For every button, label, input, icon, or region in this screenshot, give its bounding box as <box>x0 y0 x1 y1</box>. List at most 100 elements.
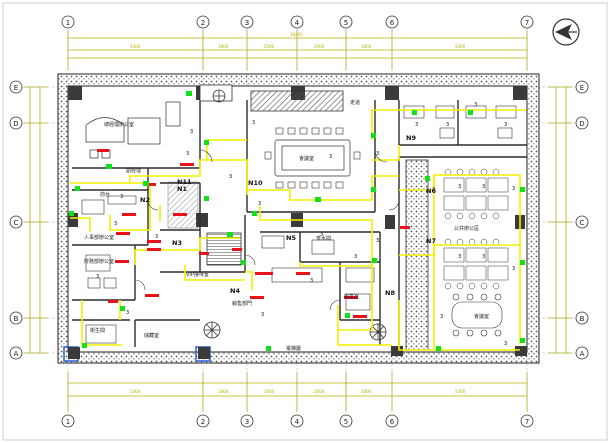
plant-icon <box>203 89 387 341</box>
svg-text:3: 3 <box>458 184 461 190</box>
row-label-right-B: B <box>580 315 585 323</box>
col-label-bottom-1: 1 <box>66 418 70 426</box>
room-label-storage: 儲藏室 <box>144 332 159 339</box>
room-label-tea: 茶水間 <box>316 235 331 242</box>
row-label-right-D: D <box>579 120 584 128</box>
svg-text:5400: 5400 <box>455 389 466 394</box>
node-label-n2: N2 <box>140 196 150 204</box>
node-label-n10: N10 <box>248 179 263 187</box>
room-label-corridor: 走道 <box>350 99 360 106</box>
room-label-reception: 前台 <box>100 191 110 198</box>
svg-text:3: 3 <box>376 238 379 244</box>
column-bubbles-top <box>61 15 534 29</box>
col-label-top-7: 7 <box>525 19 529 27</box>
room-label-lobby: 電梯廳 <box>286 345 301 352</box>
row-bubbles-left <box>9 80 23 360</box>
col-label-bottom-7: 7 <box>525 418 529 426</box>
svg-text:1800: 1800 <box>218 44 229 49</box>
svg-text:3: 3 <box>186 151 189 157</box>
row-label-left-B: B <box>14 315 19 323</box>
svg-text:3: 3 <box>504 341 507 347</box>
svg-text:3: 3 <box>320 232 323 238</box>
svg-text:3: 3 <box>96 274 99 280</box>
node-label-n8: N8 <box>385 289 395 297</box>
column-bubbles-bottom <box>61 414 534 428</box>
row-label-right-E: E <box>580 84 584 92</box>
row-label-right-C: C <box>580 219 585 227</box>
svg-text:2000: 2000 <box>314 44 325 49</box>
room-label-vip: VIP接待室 <box>186 271 209 278</box>
row-bubbles-right <box>575 80 589 360</box>
svg-text:3: 3 <box>512 186 515 192</box>
svg-text:3: 3 <box>512 266 515 272</box>
svg-text:3: 3 <box>415 122 418 128</box>
room-label-manager: 總經理辦公室 <box>104 121 134 128</box>
room-label-finance: 財務部辦公室 <box>84 258 114 265</box>
svg-text:3: 3 <box>229 174 232 180</box>
svg-text:1800: 1800 <box>361 389 372 394</box>
workstation-chairs <box>444 168 500 290</box>
svg-text:3: 3 <box>310 278 313 284</box>
room-label-hr: 人事部辦公室 <box>84 234 114 241</box>
svg-text:3: 3 <box>354 254 357 260</box>
svg-text:2000: 2000 <box>264 44 275 49</box>
small-meeting-table <box>451 293 503 337</box>
svg-text:3: 3 <box>120 194 123 200</box>
north-arrow-icon <box>552 18 580 46</box>
row-label-left-C: C <box>14 219 19 227</box>
svg-text:5400: 5400 <box>130 44 141 49</box>
reception-furniture <box>81 195 137 344</box>
lift-core <box>199 84 233 102</box>
node-label-n1: N1 <box>177 185 187 193</box>
svg-text:1800: 1800 <box>218 389 229 394</box>
hatched-partition-top <box>250 90 344 112</box>
svg-text:2000: 2000 <box>314 389 325 394</box>
boardroom-chairs <box>264 127 361 189</box>
wiring-routes <box>70 109 526 351</box>
col-label-top-5: 5 <box>344 19 348 27</box>
svg-text:5400: 5400 <box>130 389 141 394</box>
svg-text:3: 3 <box>482 184 485 190</box>
col-label-bottom-6: 6 <box>390 418 395 426</box>
svg-text:3: 3 <box>155 234 158 240</box>
room-label-conference-small: 會議室 <box>474 313 489 320</box>
node-label-n7: N7 <box>426 237 436 245</box>
node-label-n9: N9 <box>406 134 416 142</box>
svg-text:18400: 18400 <box>290 32 303 37</box>
room-label-washroom: 衛生間 <box>90 327 105 334</box>
outlet-markers <box>97 149 410 318</box>
svg-text:3: 3 <box>440 314 443 320</box>
svg-text:3: 3 <box>258 201 261 207</box>
node-label-n4: N4 <box>230 287 240 295</box>
node-label-n3: N3 <box>172 239 182 247</box>
svg-text:3: 3 <box>376 151 379 157</box>
svg-text:3: 3 <box>504 122 507 128</box>
svg-text:3: 3 <box>474 102 477 108</box>
col-label-bottom-3: 3 <box>245 418 249 426</box>
svg-text:3: 3 <box>261 312 264 318</box>
node-label-n6: N6 <box>426 187 436 195</box>
svg-text:3: 3 <box>482 254 485 260</box>
node-label-n11: N11 <box>177 178 192 186</box>
svg-text:1800: 1800 <box>361 44 372 49</box>
col-label-top-2: 2 <box>201 19 205 27</box>
col-label-top-3: 3 <box>245 19 249 27</box>
svg-text:3: 3 <box>446 122 449 128</box>
node-label-n5: N5 <box>286 234 296 242</box>
workstations <box>443 177 509 281</box>
row-label-left-D: D <box>13 120 18 128</box>
row-label-left-E: E <box>14 84 18 92</box>
manager-desk <box>85 101 181 159</box>
lift-hatch <box>167 181 199 229</box>
row-label-left-A: A <box>14 350 19 358</box>
svg-text:3: 3 <box>458 254 461 260</box>
room-label-deputy: 副經理 <box>126 167 141 174</box>
room-label-general-office: 公共辦公區 <box>454 225 479 232</box>
boardroom-table <box>274 139 351 177</box>
col-label-top-6: 6 <box>390 19 395 27</box>
svg-text:3: 3 <box>432 187 435 193</box>
col-label-top-1: 1 <box>66 19 70 27</box>
